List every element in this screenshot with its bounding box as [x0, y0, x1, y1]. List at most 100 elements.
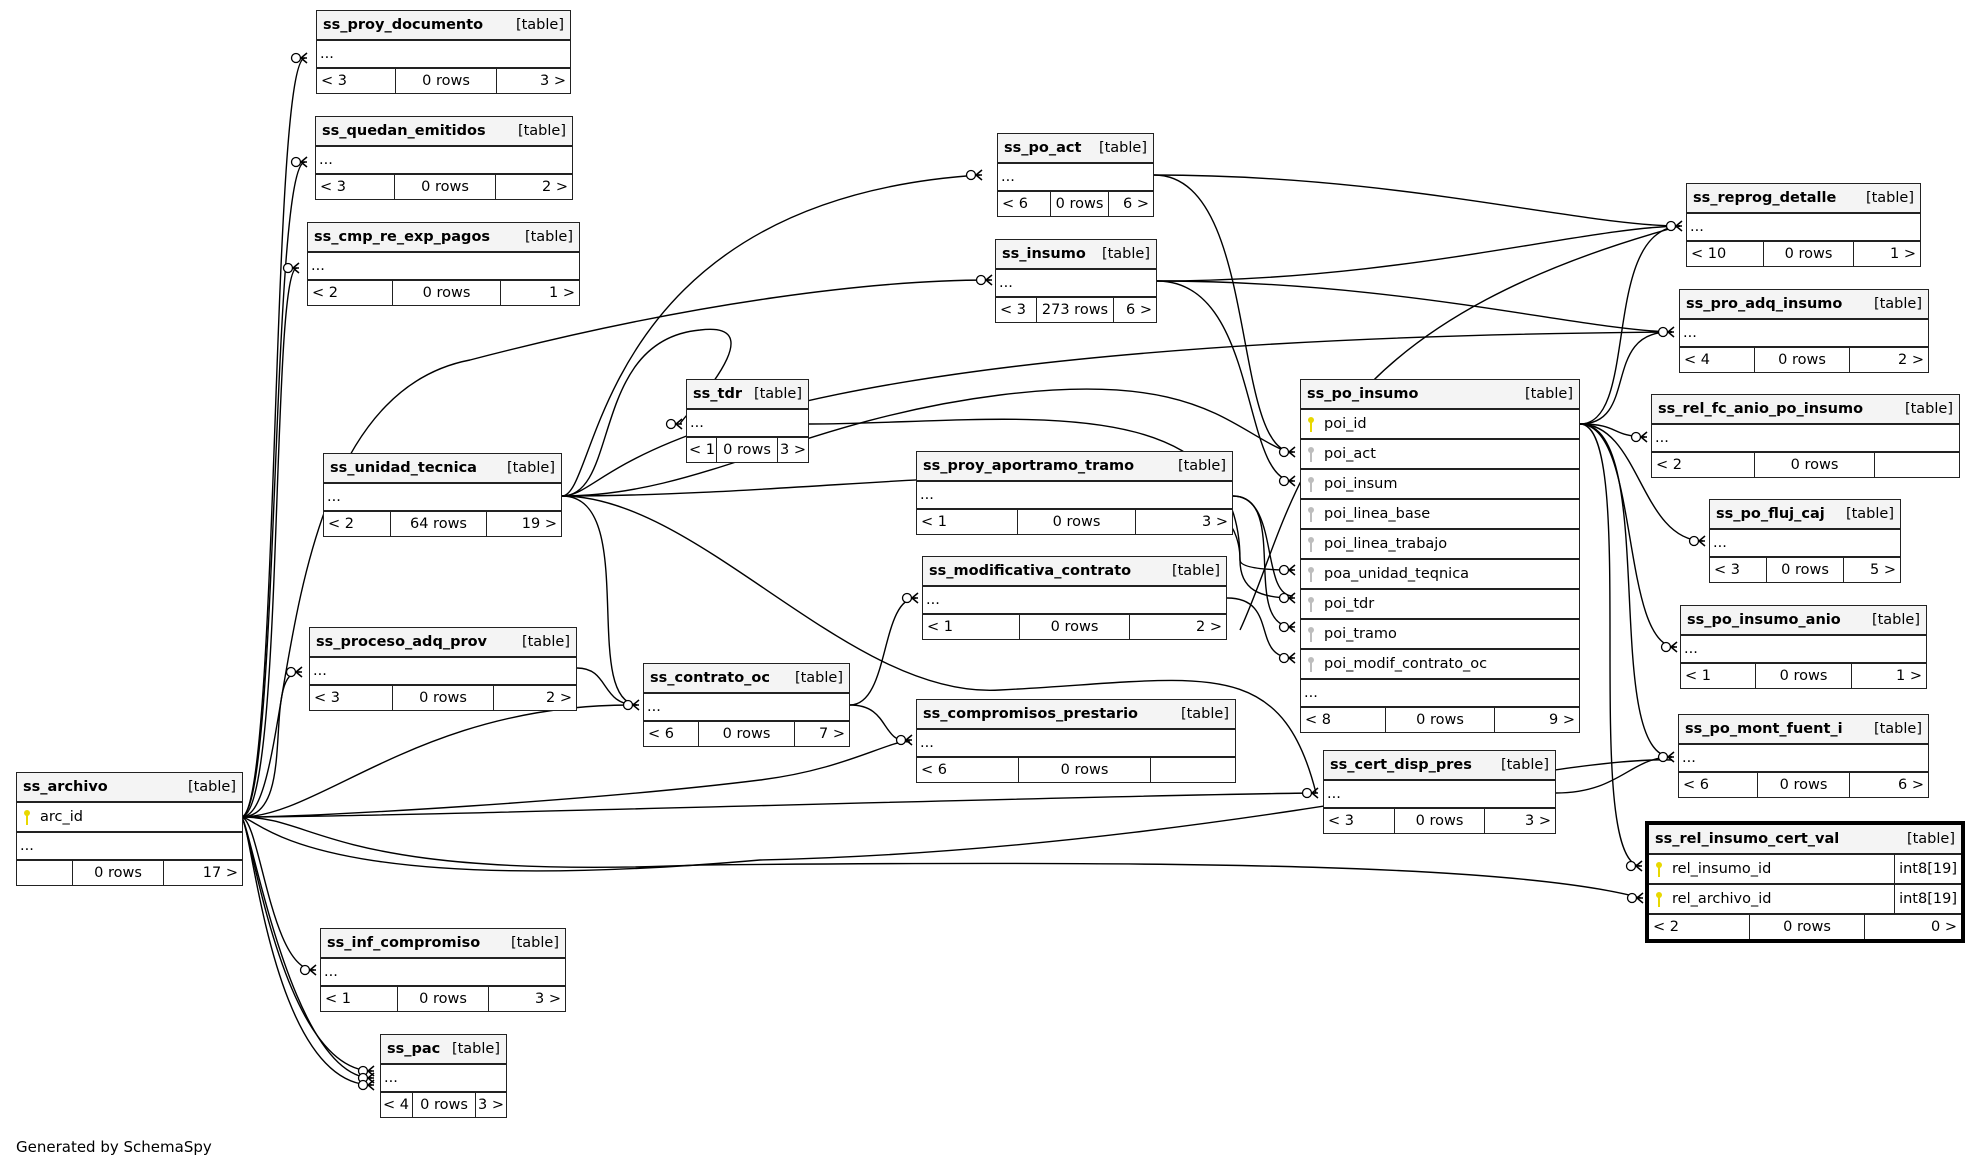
children-link[interactable]: 3 >	[478, 1097, 504, 1113]
children-link[interactable]: 3 >	[1202, 514, 1228, 530]
more-columns[interactable]: ...	[1679, 745, 1928, 773]
more-columns[interactable]: ...	[923, 587, 1226, 615]
parents-link[interactable]: < 4	[1680, 348, 1755, 372]
children-link[interactable]: 2 >	[546, 690, 572, 706]
parents-link[interactable]: < 3	[310, 686, 393, 710]
column-row[interactable]: poa_unidad_teqnica	[1301, 560, 1579, 590]
parents-link[interactable]: < 2	[324, 512, 391, 536]
children-link[interactable]: 2 >	[1196, 619, 1222, 635]
children-link[interactable]: 1 >	[1896, 668, 1922, 684]
more-columns[interactable]: ...	[1710, 530, 1900, 558]
more-columns[interactable]: ...	[321, 959, 565, 987]
children-link[interactable]: 7 >	[819, 726, 845, 742]
column-row[interactable]: poi_tdr	[1301, 590, 1579, 620]
more-columns[interactable]: ...	[310, 658, 576, 686]
column-row[interactable]: poi_act	[1301, 440, 1579, 470]
children-link[interactable]	[1151, 758, 1235, 782]
children-link[interactable]: 19 >	[521, 516, 557, 532]
children-link[interactable]: 9 >	[1549, 712, 1575, 728]
parents-link[interactable]: < 1	[917, 510, 1018, 534]
parents-link[interactable]	[17, 861, 73, 885]
children-link[interactable]: 3 >	[535, 991, 561, 1007]
parents-link[interactable]: < 2	[308, 281, 393, 305]
parents-link[interactable]: < 6	[644, 722, 699, 746]
more-columns[interactable]: ...	[1301, 680, 1579, 708]
more-columns[interactable]: ...	[308, 253, 579, 281]
children-link[interactable]	[1875, 453, 1959, 477]
more-columns[interactable]: ...	[381, 1065, 506, 1093]
more-columns[interactable]: ...	[1652, 425, 1959, 453]
children-link[interactable]: 3 >	[540, 73, 566, 89]
column-row[interactable]: poi_tramo	[1301, 620, 1579, 650]
children-link[interactable]: 17 >	[202, 865, 238, 881]
parents-link[interactable]: < 4	[381, 1093, 413, 1117]
more-columns[interactable]: ...	[917, 730, 1235, 758]
column-row[interactable]: poi_modif_contrato_oc	[1301, 650, 1579, 680]
children-link[interactable]: 2 >	[1898, 352, 1924, 368]
parents-link[interactable]: < 1	[923, 615, 1020, 639]
children-link[interactable]: 1 >	[549, 285, 575, 301]
column-row[interactable]: poi_insum	[1301, 470, 1579, 500]
more-columns[interactable]: ...	[998, 164, 1153, 192]
more-columns[interactable]: ...	[687, 410, 808, 438]
children-link[interactable]: 3 >	[780, 442, 806, 458]
parents-link[interactable]: < 3	[316, 175, 395, 199]
parents-link[interactable]: < 1	[687, 438, 717, 462]
parents-link[interactable]: < 1	[321, 987, 398, 1011]
more-columns[interactable]: ...	[1687, 214, 1920, 242]
parents-link[interactable]: < 6	[1679, 773, 1758, 797]
column-row[interactable]: poi_id	[1301, 410, 1579, 440]
table-ss-po-insumo[interactable]: ss_po_insumo[table] poi_id poi_act poi_i…	[1300, 379, 1580, 733]
children-link[interactable]: 6 >	[1126, 302, 1152, 318]
more-columns[interactable]: ...	[17, 833, 242, 861]
children-link[interactable]: 5 >	[1870, 562, 1896, 578]
parents-link[interactable]: < 3	[1324, 809, 1395, 833]
more-columns[interactable]: ...	[324, 484, 561, 512]
more-columns[interactable]: ...	[996, 270, 1156, 298]
parents-link[interactable]: < 3	[1710, 558, 1767, 582]
children-link[interactable]: 0 >	[1931, 919, 1957, 935]
parents-link[interactable]: < 6	[998, 192, 1051, 216]
children-link[interactable]: 6 >	[1898, 777, 1924, 793]
children-link[interactable]: 3 >	[1525, 813, 1551, 829]
more-columns[interactable]: ...	[644, 694, 849, 722]
column-row[interactable]: poi_linea_trabajo	[1301, 530, 1579, 560]
table-ss-rel-insumo-cert-val[interactable]: ss_rel_insumo_cert_val[table] rel_insumo…	[1645, 821, 1965, 943]
column-row[interactable]: arc_id	[17, 803, 242, 833]
parents-link[interactable]: < 3	[996, 298, 1037, 322]
parents-link[interactable]: < 1	[1681, 664, 1756, 688]
parents-link[interactable]: < 2	[1649, 915, 1750, 939]
more-columns[interactable]: ...	[1681, 636, 1926, 664]
parents-link[interactable]: < 6	[917, 758, 1019, 782]
children-link[interactable]: 6 >	[1123, 196, 1149, 212]
more-columns[interactable]: ...	[1680, 320, 1928, 348]
more-columns[interactable]: ...	[1324, 781, 1555, 809]
column-row[interactable]: poi_linea_base	[1301, 500, 1579, 530]
parents-link[interactable]: < 2	[1652, 453, 1755, 477]
children-link[interactable]: 1 >	[1890, 246, 1916, 262]
children-link[interactable]: 2 >	[542, 179, 568, 195]
parents-link[interactable]: < 8	[1301, 708, 1386, 732]
